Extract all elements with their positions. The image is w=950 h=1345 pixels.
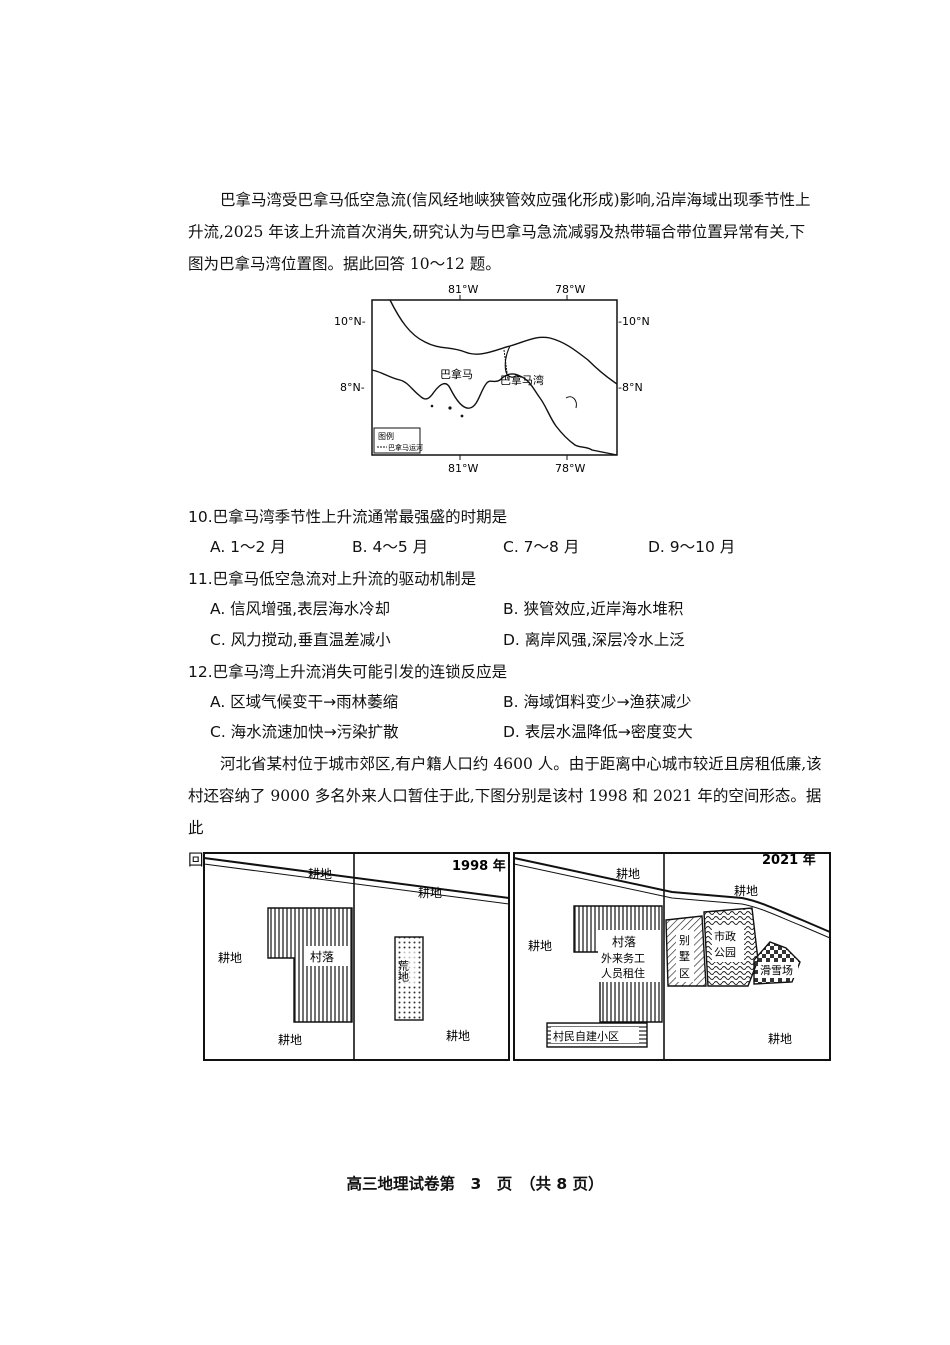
label-migrant-rent: 外来务工: [601, 952, 645, 965]
legend-item: 巴拿马运河: [388, 443, 423, 452]
label-park: 市政: [714, 929, 736, 943]
road: [513, 863, 831, 939]
question-12-option-d[interactable]: D. 表层水温降低→密度变大: [503, 723, 693, 741]
intro-line: 巴拿马湾受巴拿马低空急流(信风经地峡狭管效应强化形成)影响,沿岸海域出现季节性上: [220, 191, 811, 209]
intro-paragraph-1: 巴拿马湾受巴拿马低空急流(信风经地峡狭管效应强化形成)影响,沿岸海域出现季节性上…: [188, 184, 828, 280]
question-11-stem: 11.巴拿马低空急流对上升流的驱动机制是: [188, 570, 477, 588]
label-village: 村落: [310, 950, 334, 964]
label-selfbuilt: 村民自建小区: [553, 1029, 619, 1043]
label-farmland: 耕地: [616, 866, 640, 881]
coastline: [389, 299, 618, 385]
road: [513, 857, 831, 933]
panel-2021: 2021 年 耕地 耕地 耕地 耕地 村落 外来务工 人员租住 别 墅 区 市政…: [513, 852, 831, 1061]
question-12-option-b[interactable]: B. 海域饵料变少→渔获减少: [503, 693, 692, 711]
question-10-option-b[interactable]: B. 4～5 月: [352, 538, 429, 556]
lon-label: 81°W: [448, 462, 478, 475]
label-villa: 区: [679, 967, 690, 980]
road: [203, 863, 510, 905]
question-11-option-a[interactable]: A. 信风增强,表层海水冷却: [210, 600, 391, 618]
panama-map: 81°W 78°W 10°N- -10°N 8°N- -8°N 巴拿马 巴拿马湾…: [334, 283, 650, 475]
coastline: [371, 369, 618, 456]
label-gulf: 巴拿马湾: [500, 373, 544, 387]
intro-line: 升流,2025 年该上升流首次消失,研究认为与巴拿马急流减弱及热带辐合带位置异常…: [188, 223, 806, 241]
village-diagram: 1998 年 耕地 耕地 耕地 耕地 耕地 村落 荒地 2021 年 耕地 耕地…: [203, 852, 831, 1061]
road: [203, 857, 510, 899]
label-panama: 巴拿马: [440, 367, 473, 381]
question-12-stem: 12.巴拿马湾上升流消失可能引发的连锁反应是: [188, 663, 508, 681]
label-villa: 别: [679, 934, 690, 947]
map-frame: [371, 299, 618, 456]
lat-label: -10°N: [618, 315, 650, 328]
question-10-option-c[interactable]: C. 7～8 月: [503, 538, 580, 556]
label-ski: 滑雪场: [760, 963, 793, 977]
question-11-option-c[interactable]: C. 风力搅动,垂直温差减小: [210, 631, 391, 649]
year-label: 1998 年: [452, 858, 506, 874]
label-village: 村落: [612, 935, 636, 949]
question-12-option-a[interactable]: A. 区域气候变干→雨林萎缩: [210, 693, 399, 711]
legend-title: 图例: [378, 431, 394, 441]
lat-label: -8°N: [618, 381, 643, 394]
label-farmland: 耕地: [278, 1032, 302, 1047]
lat-label: 8°N-: [340, 381, 365, 394]
label-park: 公园: [714, 946, 736, 959]
question-11-option-d[interactable]: D. 离岸风强,深层冷水上泛: [503, 631, 685, 649]
panel-1998: 1998 年 耕地 耕地 耕地 耕地 耕地 村落 荒地: [203, 852, 510, 1061]
intro-line: 村还容纳了 9000 多名外来人口暂住于此,下图分别是该村 1998 和 202…: [188, 787, 822, 837]
label-farmland: 耕地: [308, 866, 332, 881]
label-villa: 墅: [679, 950, 690, 963]
lon-label: 81°W: [448, 283, 478, 296]
lon-label: 78°W: [555, 283, 585, 296]
label-farmland: 耕地: [418, 885, 442, 900]
year-label: 2021 年: [762, 852, 816, 868]
lon-label: 78°W: [555, 462, 585, 475]
label-wasteland: 荒地: [397, 960, 410, 982]
question-10-option-a[interactable]: A. 1～2 月: [210, 538, 286, 556]
label-migrant-rent: 人员租住: [601, 966, 645, 980]
intro-line: 图为巴拿马湾位置图。据此回答 10～12 题。: [188, 255, 501, 273]
label-farmland: 耕地: [768, 1031, 792, 1046]
label-farmland: 耕地: [734, 883, 758, 898]
label-farmland: 耕地: [446, 1028, 470, 1043]
question-10-option-d[interactable]: D. 9～10 月: [648, 538, 736, 556]
legend-box: [373, 427, 421, 454]
question-10-stem: 10.巴拿马湾季节性上升流通常最强盛的时期是: [188, 508, 508, 526]
question-11-option-b[interactable]: B. 狭管效应,近岸海水堆积: [503, 600, 684, 618]
question-12-option-c[interactable]: C. 海水流速加快→污染扩散: [210, 723, 399, 741]
label-farmland: 耕地: [218, 950, 242, 965]
page-footer: 高三地理试卷第 3 页 （共 8 页）: [346, 1175, 604, 1193]
lat-label: 10°N-: [334, 315, 366, 328]
intro-line: 河北省某村位于城市郊区,有户籍人口约 4600 人。由于距离中心城市较近且房租低…: [220, 755, 822, 773]
label-farmland: 耕地: [528, 938, 552, 953]
